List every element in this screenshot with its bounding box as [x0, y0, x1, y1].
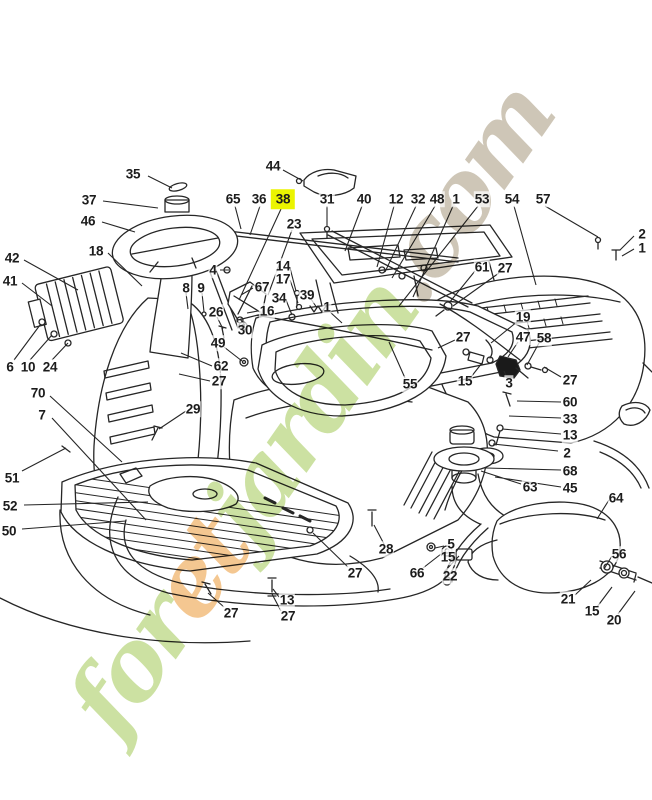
part-label-62: 62 [212, 358, 230, 374]
part-label-26: 26 [207, 304, 225, 320]
part-label-39: 39 [298, 287, 316, 303]
part-label-48: 48 [428, 191, 446, 207]
part-label-30: 30 [236, 322, 254, 338]
part-label-5: 5 [446, 536, 456, 552]
part-label-1: 1 [322, 299, 332, 315]
part-label-27: 27 [222, 605, 240, 621]
part-label-3: 3 [504, 375, 514, 391]
part-label-16: 16 [258, 303, 276, 319]
part-label-27: 27 [561, 372, 579, 388]
part-label-24: 24 [41, 359, 59, 375]
part-label-33: 33 [561, 411, 579, 427]
part-label-56: 56 [610, 546, 628, 562]
part-label-52: 52 [1, 498, 19, 514]
part-label-27: 27 [454, 329, 472, 345]
part-label-1: 1 [451, 191, 461, 207]
part-label-12: 12 [387, 191, 405, 207]
mower-line-art [0, 168, 652, 644]
part-label-23: 23 [285, 216, 303, 232]
part-label-41: 41 [1, 273, 19, 289]
part-label-42: 42 [3, 250, 21, 266]
part-label-44: 44 [264, 158, 282, 174]
part-label-7: 7 [37, 407, 47, 423]
part-label-31: 31 [318, 191, 336, 207]
part-label-38: 38 [270, 189, 296, 209]
part-label-15: 15 [456, 373, 474, 389]
part-label-4: 4 [208, 262, 218, 278]
part-label-34: 34 [270, 290, 288, 306]
part-label-27: 27 [210, 373, 228, 389]
part-label-22: 22 [441, 568, 459, 584]
part-label-27: 27 [496, 260, 514, 276]
part-label-50: 50 [0, 523, 18, 539]
part-label-68: 68 [561, 463, 579, 479]
part-label-15: 15 [583, 603, 601, 619]
part-label-51: 51 [3, 470, 21, 486]
part-label-18: 18 [87, 243, 105, 259]
part-label-53: 53 [473, 191, 491, 207]
part-label-6: 6 [5, 359, 15, 375]
part-label-37: 37 [80, 192, 98, 208]
part-label-27: 27 [346, 565, 364, 581]
part-label-20: 20 [605, 612, 623, 628]
part-label-46: 46 [79, 213, 97, 229]
part-label-17: 17 [274, 271, 292, 287]
part-label-27: 27 [279, 608, 297, 624]
part-label-9: 9 [196, 280, 206, 296]
part-label-67: 67 [253, 279, 271, 295]
part-label-35: 35 [124, 166, 142, 182]
part-label-28: 28 [377, 541, 395, 557]
part-label-21: 21 [559, 591, 577, 607]
part-label-15: 15 [439, 549, 457, 565]
part-label-58: 58 [535, 330, 553, 346]
part-label-54: 54 [503, 191, 521, 207]
part-label-49: 49 [209, 335, 227, 351]
part-label-8: 8 [181, 280, 191, 296]
part-label-1: 1 [637, 240, 647, 256]
part-label-65: 65 [224, 191, 242, 207]
part-label-14: 14 [274, 258, 292, 274]
part-label-70: 70 [29, 385, 47, 401]
part-label-66: 66 [408, 565, 426, 581]
part-label-47: 47 [514, 329, 532, 345]
part-label-61: 61 [473, 259, 491, 275]
part-label-32: 32 [409, 191, 427, 207]
part-label-10: 10 [19, 359, 37, 375]
part-label-55: 55 [401, 376, 419, 392]
part-label-2: 2 [562, 445, 572, 461]
part-label-36: 36 [250, 191, 268, 207]
part-label-64: 64 [607, 490, 625, 506]
part-label-57: 57 [534, 191, 552, 207]
part-label-13: 13 [278, 592, 296, 608]
part-label-19: 19 [514, 309, 532, 325]
part-label-60: 60 [561, 394, 579, 410]
part-label-63: 63 [521, 479, 539, 495]
part-label-2: 2 [637, 226, 647, 242]
part-label-45: 45 [561, 480, 579, 496]
part-label-29: 29 [184, 401, 202, 417]
part-label-13: 13 [561, 427, 579, 443]
part-label-40: 40 [355, 191, 373, 207]
